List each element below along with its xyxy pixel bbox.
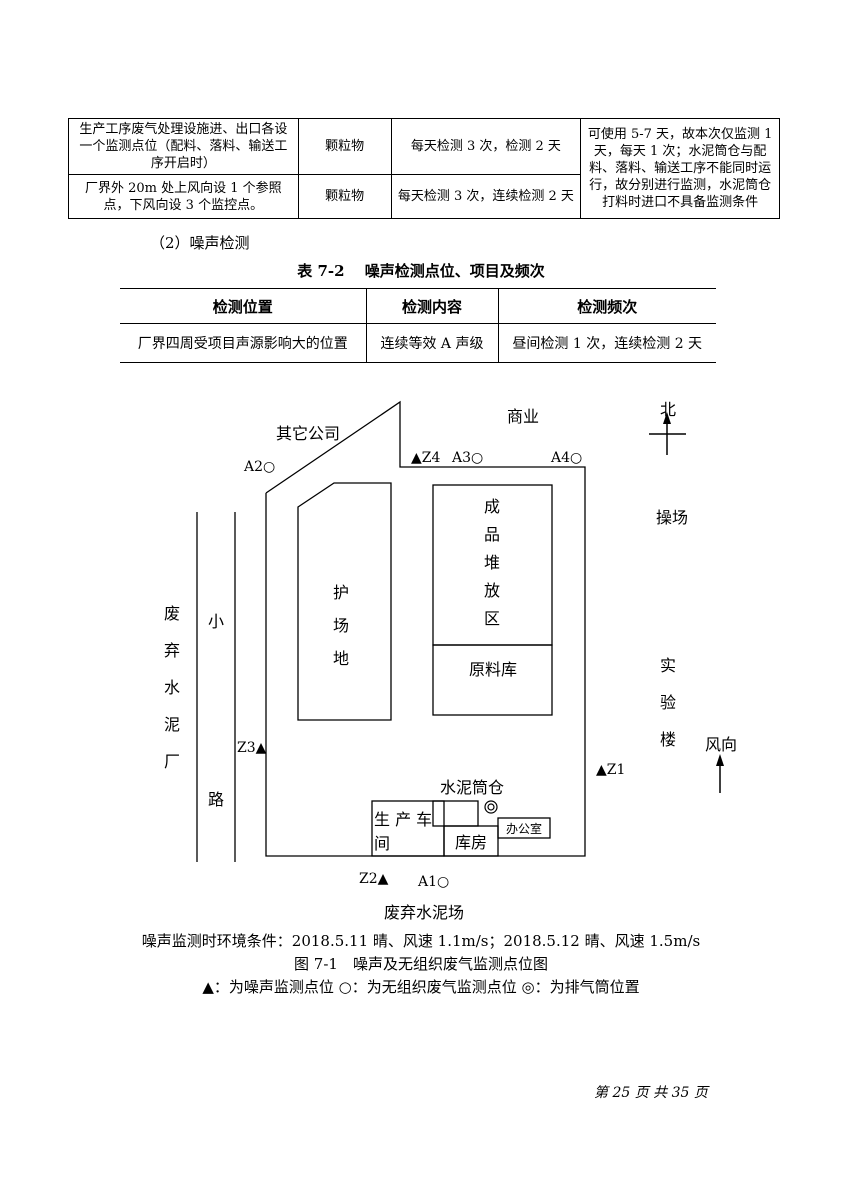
small-road-label-top: 小: [208, 612, 224, 631]
north-arrow-icon: [649, 412, 686, 455]
north-label: 北: [660, 400, 676, 419]
lab-building-char: 验: [660, 693, 676, 712]
lab-building-char: 楼: [660, 730, 676, 749]
figure-legend: ▲：为噪声监测点位 ○：为无组织废气监测点位 ◎：为排气筒位置: [202, 978, 640, 996]
warehouse: [443, 825, 499, 857]
lab-building-char: 实: [660, 656, 676, 675]
point-A1: A1○: [417, 874, 449, 890]
waste-gas-monitoring-table: 生产工序废气处理设施进、出口各设一个监测点位（配料、落料、输送工序开启时） 颗粒…: [68, 118, 780, 219]
point-A4: A4○: [550, 450, 582, 466]
abandoned-factory-char: 水: [164, 678, 180, 697]
product-area-char: 品: [484, 525, 500, 544]
abandoned-factory-char: 弃: [164, 641, 180, 660]
yard-label-char: 地: [333, 649, 349, 668]
product-area-char: 放: [484, 581, 500, 600]
workshop-label-line1: 生 产 车: [374, 810, 432, 829]
table-caption: 表 7-2 噪声检测点位、项目及频次: [297, 262, 545, 280]
cement-silo-box: [432, 800, 479, 827]
table-cell-frequency: 每天检测 3 次，连续检测 2 天: [390, 174, 582, 219]
abandoned-factory-char: 废: [164, 604, 180, 623]
table-cell-location: 厂界外 20m 处上风向设 1 个参照点，下风向设 3 个监控点。: [68, 174, 299, 219]
cement-silo-label: 水泥筒仓: [440, 778, 504, 797]
point-Z3: Z3▲: [237, 740, 267, 756]
other-company-label: 其它公司: [276, 424, 340, 443]
small-road-label-bottom: 路: [208, 790, 224, 809]
raw-material-label: 原料库: [469, 660, 517, 679]
table-header-row: 检测位置 检测内容 检测频次: [120, 288, 716, 324]
point-A3: A3○: [451, 450, 483, 466]
abandoned-factory-char: 厂: [164, 752, 180, 771]
yard-label-char: 护: [333, 583, 349, 602]
figure-caption: 图 7-1 噪声及无组织废气监测点位图: [294, 955, 548, 973]
product-area-char: 区: [484, 609, 500, 628]
table-cell-frequency: 每天检测 3 次，检测 2 天: [390, 118, 582, 175]
point-A2: A2○: [243, 459, 275, 475]
raw-material-warehouse: [432, 644, 553, 716]
column-header: 检测频次: [497, 288, 716, 324]
yard-label-char: 场: [333, 616, 349, 635]
office-label: 办公室: [506, 821, 542, 836]
yard-area: [297, 482, 392, 721]
table-cell-location: 生产工序废气处理设施进、出口各设一个监测点位（配料、落料、输送工序开启时）: [68, 118, 299, 175]
noise-monitoring-table: 检测位置 检测内容 检测频次 厂界四周受项目声源影响大的位置 连续等效 A 声级…: [120, 288, 716, 363]
column-header: 检测内容: [365, 288, 498, 324]
abandoned-factory-char: 泥: [164, 715, 180, 734]
table-cell: 昼间检测 1 次，连续检测 2 天: [497, 323, 716, 363]
table-cell: 连续等效 A 声级: [365, 323, 498, 363]
office: [497, 817, 551, 839]
playground-label: 操场: [656, 508, 688, 527]
table-row: 生产工序废气处理设施进、出口各设一个监测点位（配料、落料、输送工序开启时） 颗粒…: [68, 118, 780, 219]
wind-arrow-icon: [716, 754, 724, 793]
product-area-char: 堆: [484, 553, 500, 572]
site-boundary: [265, 400, 586, 857]
product-area-char: 成: [484, 497, 500, 516]
commerce-label: 商业: [507, 407, 539, 426]
warehouse-label: 库房: [455, 833, 487, 852]
page-number: 第 25 页 共 35 页: [594, 1085, 708, 1101]
column-header: 检测位置: [120, 288, 366, 324]
table-cell-item: 颗粒物: [297, 174, 392, 219]
section-heading: （2）噪声检测: [150, 234, 250, 252]
table-cell-note: 可使用 5-7 天，故本次仅监测 1 天，每天 1 次；水泥筒仓与配料、落料、输…: [580, 118, 780, 219]
wind-direction-label: 风向: [705, 735, 737, 754]
table-row: 厂界四周受项目声源影响大的位置 连续等效 A 声级 昼间检测 1 次，连续检测 …: [120, 323, 716, 363]
point-Z2: Z2▲: [359, 871, 389, 887]
point-Z4: ▲Z4: [411, 450, 440, 466]
table-cell: 厂界四周受项目声源影响大的位置: [120, 323, 366, 363]
exhaust-stack-marker: [484, 800, 498, 814]
table-row: 厂界外 20m 处上风向设 1 个参照点，下风向设 3 个监控点。 颗粒物 每天…: [68, 174, 780, 219]
abandoned-yard-label: 废弃水泥场: [384, 903, 464, 922]
point-Z1: ▲Z1: [596, 762, 625, 778]
environment-conditions: 噪声监测时环境条件：2018.5.11 晴、风速 1.1m/s；2018.5.1…: [141, 932, 701, 950]
workshop-label-line2: 间: [374, 834, 390, 853]
